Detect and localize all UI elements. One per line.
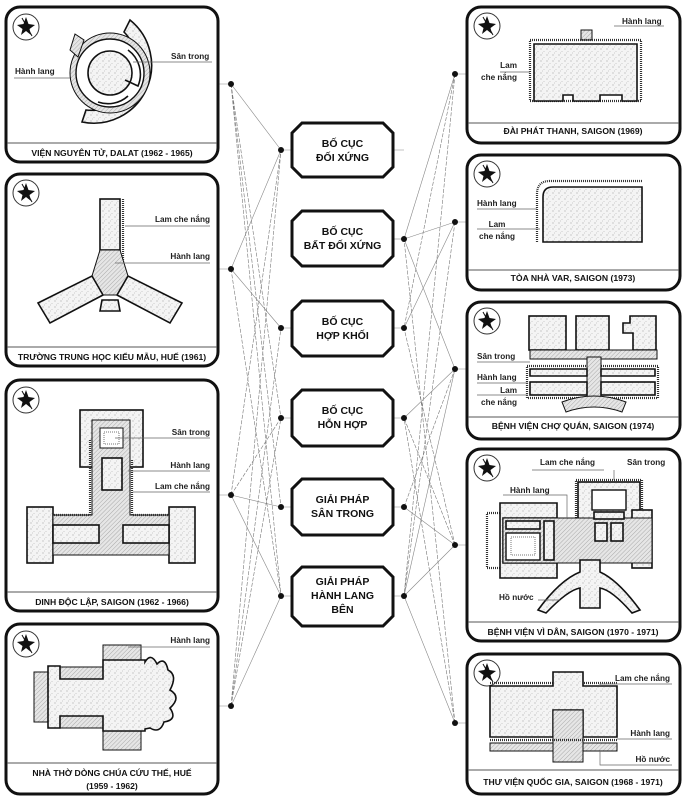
svg-text:Lam che nắng: Lam che nắng bbox=[540, 456, 595, 467]
svg-text:BỐ CỤC: BỐ CỤC bbox=[322, 314, 364, 328]
svg-text:TRƯỜNG TRUNG HỌC KIỂU MẪU, HUẾ: TRƯỜNG TRUNG HỌC KIỂU MẪU, HUẾ (1961) bbox=[18, 351, 206, 362]
svg-text:Lam: Lam bbox=[500, 386, 517, 395]
svg-text:Lam: Lam bbox=[500, 61, 517, 70]
compass-north-arrow-icon bbox=[473, 307, 501, 335]
center-node-symmetric-layout: BỐ CỤC ĐỐI XỨNG bbox=[278, 121, 404, 179]
center-node-side-corridor-solution: GIẢI PHÁP HÀNH LANG BÊN bbox=[278, 565, 407, 628]
svg-text:Hành lang: Hành lang bbox=[170, 636, 210, 645]
panel-dinh-doc-lap: Sân trong Hành lang Lam che nắng DINH ĐỘ… bbox=[4, 378, 220, 613]
svg-text:BỆNH VIỆN VÌ DÂN, SAIGON (1970: BỆNH VIỆN VÌ DÂN, SAIGON (1970 - 1971) bbox=[488, 626, 659, 637]
compass-north-arrow-icon bbox=[12, 386, 40, 414]
svg-text:(1959 - 1962): (1959 - 1962) bbox=[86, 781, 138, 791]
panel-nha-tho-dong-chua-cuu-the: Hành lang NHÀ THỜ DÒNG CHÚA CỨU THẾ, HUẾ… bbox=[4, 622, 220, 796]
svg-text:DINH ĐỘC LẬP, SAIGON (1962 - 1: DINH ĐỘC LẬP, SAIGON (1962 - 1966) bbox=[35, 596, 189, 607]
svg-text:THƯ VIỆN QUỐC GIA, SAIGON (196: THƯ VIỆN QUỐC GIA, SAIGON (1968 - 1971) bbox=[483, 776, 663, 787]
svg-text:BẤT ĐỐI XỨNG: BẤT ĐỐI XỨNG bbox=[304, 238, 382, 252]
svg-text:Hồ nước: Hồ nước bbox=[636, 755, 671, 764]
svg-text:GIẢI PHÁP: GIẢI PHÁP bbox=[316, 493, 370, 506]
svg-text:Lam che nắng: Lam che nắng bbox=[615, 672, 670, 683]
center-node-block-layout: BỐ CỤC HỢP KHỐI bbox=[278, 299, 407, 358]
svg-text:Sân trong: Sân trong bbox=[627, 458, 665, 467]
svg-text:BỐ CỤC: BỐ CỤC bbox=[322, 136, 364, 150]
svg-text:Hành lang: Hành lang bbox=[630, 729, 670, 738]
connector-lines bbox=[218, 71, 467, 726]
svg-text:che nắng: che nắng bbox=[479, 230, 515, 241]
panel-truong-trung-hoc-kieu-mau: Lam che nắng Hành lang TRƯỜNG TRUNG HỌC … bbox=[4, 172, 220, 368]
panel-vien-nguyen-tu: Sân trong Hành lang VIỆN NGUYÊN TỬ, DALA… bbox=[4, 5, 220, 164]
svg-text:Lam: Lam bbox=[489, 220, 506, 229]
svg-text:Lam che nắng: Lam che nắng bbox=[155, 213, 210, 224]
svg-text:Hồ nước: Hồ nước bbox=[499, 593, 534, 602]
svg-text:Sân trong: Sân trong bbox=[171, 52, 209, 61]
svg-text:Hành lang: Hành lang bbox=[510, 486, 550, 495]
compass-north-arrow-icon bbox=[12, 13, 40, 41]
svg-text:Hành lang: Hành lang bbox=[170, 461, 210, 470]
svg-text:Hành lang: Hành lang bbox=[15, 67, 55, 76]
compass-north-arrow-icon bbox=[12, 179, 40, 207]
svg-text:BỐ CỤC: BỐ CỤC bbox=[322, 403, 364, 417]
svg-text:Lam che nắng: Lam che nắng bbox=[155, 480, 210, 491]
center-node-asymmetric-layout: BỐ CỤC BẤT ĐỐI XỨNG bbox=[290, 209, 407, 268]
svg-text:HÀNH LANG: HÀNH LANG bbox=[311, 589, 374, 602]
svg-text:TÒA NHÀ VAR, SAIGON (1973): TÒA NHÀ VAR, SAIGON (1973) bbox=[511, 272, 636, 283]
svg-text:NHÀ THỜ DÒNG CHÚA CỨU THẾ, HUẾ: NHÀ THỜ DÒNG CHÚA CỨU THẾ, HUẾ bbox=[32, 767, 192, 778]
panel-toa-nha-var: Hành lang Lam che nắng TÒA NHÀ VAR, SAIG… bbox=[465, 153, 682, 292]
center-node-courtyard-solution: GIẢI PHÁP SÂN TRONG bbox=[278, 477, 407, 537]
svg-text:ĐỐI XỨNG: ĐỐI XỨNG bbox=[316, 150, 369, 164]
svg-text:ĐÀI PHÁT THANH, SAIGON (1969): ĐÀI PHÁT THANH, SAIGON (1969) bbox=[504, 126, 643, 136]
svg-text:SÂN TRONG: SÂN TRONG bbox=[311, 507, 374, 520]
svg-text:Hành lang: Hành lang bbox=[477, 199, 517, 208]
compass-north-arrow-icon bbox=[473, 160, 501, 188]
svg-text:Hành lang: Hành lang bbox=[170, 252, 210, 261]
svg-text:che nắng: che nắng bbox=[481, 71, 517, 82]
svg-text:Sân trong: Sân trong bbox=[172, 428, 210, 437]
svg-text:Hành lang: Hành lang bbox=[622, 17, 662, 26]
svg-text:BỐ CỤC: BỐ CỤC bbox=[322, 224, 364, 238]
panel-dai-phat-thanh: Hành lang Lam che nắng ĐÀI PHÁT THANH, S… bbox=[465, 5, 682, 145]
svg-text:che nắng: che nắng bbox=[481, 396, 517, 407]
svg-text:GIẢI PHÁP: GIẢI PHÁP bbox=[316, 575, 370, 588]
svg-text:VIỆN NGUYÊN TỬ, DALAT (1962 -: VIỆN NGUYÊN TỬ, DALAT (1962 - 1965) bbox=[31, 147, 192, 158]
svg-text:Hành lang: Hành lang bbox=[477, 373, 517, 382]
svg-text:HỖN HỢP: HỖN HỢP bbox=[318, 418, 368, 431]
center-node-mixed-layout: BỐ CỤC HỖN HỢP bbox=[278, 388, 407, 448]
svg-text:BÊN: BÊN bbox=[331, 603, 353, 616]
compass-north-arrow-icon bbox=[473, 12, 501, 40]
svg-text:HỢP KHỐI: HỢP KHỐI bbox=[316, 328, 369, 342]
panel-benh-vien-cho-quan: Sân trong Hành lang Lam che nắng BỆNH VI… bbox=[465, 300, 682, 441]
panel-benh-vien-vi-dan: Lam che nắng Sân trong Hành lang Hồ nước… bbox=[465, 447, 682, 643]
compass-north-arrow-icon bbox=[12, 630, 40, 658]
svg-text:BỆNH VIỆN CHỢ QUÁN, SAIGON (19: BỆNH VIỆN CHỢ QUÁN, SAIGON (1974) bbox=[492, 420, 655, 431]
compass-north-arrow-icon bbox=[473, 454, 501, 482]
svg-text:Sân trong: Sân trong bbox=[477, 352, 515, 361]
panel-thu-vien-quoc-gia: Lam che nắng Hành lang Hồ nước THƯ VIỆN … bbox=[465, 652, 682, 796]
